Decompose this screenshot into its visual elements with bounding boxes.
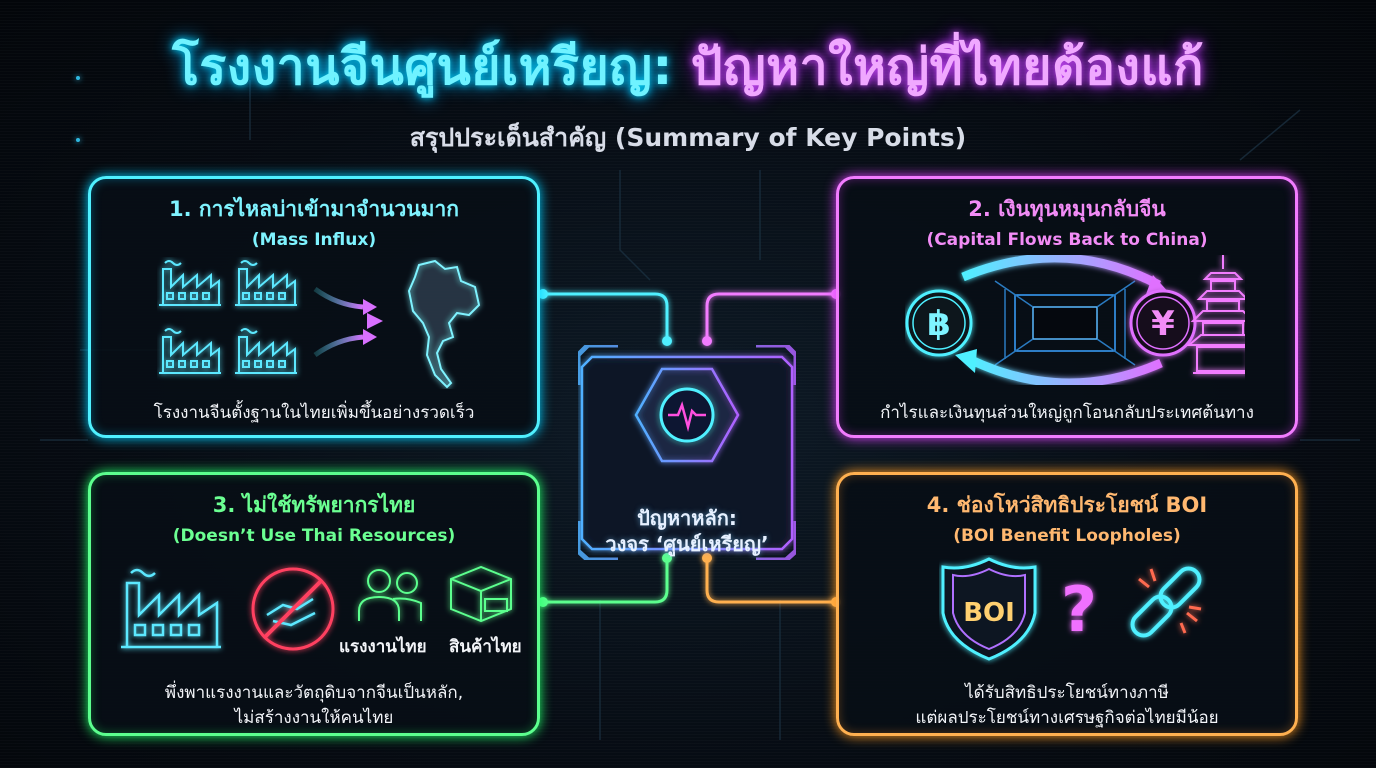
description-line-1: พึ่งพาแรงงานและวัตถุดิบจากจีนเป็นหลัก, <box>164 683 464 703</box>
factory-icon <box>235 260 297 306</box>
label-thai-goods: สินค้าไทย <box>449 637 522 657</box>
factory-icon <box>159 260 221 306</box>
card-capital-flows: 2. เงินทุนหมุนกลับจีน (Capital Flows Bac… <box>836 176 1298 438</box>
description-line-1: ได้รับสิทธิประโยชน์ทางภาษี <box>965 683 1169 703</box>
title-part-magenta: ปัญหาใหญ่ที่ไทยต้องแก้ <box>672 38 1204 96</box>
heartbeat-icon <box>634 367 740 463</box>
card-description: พึ่งพาแรงงานและวัตถุดิบจากจีนเป็นหลัก, ไ… <box>91 681 537 731</box>
card-title-th: 4. ช่องโหว่สิทธิประโยชน์ BOI <box>926 493 1208 517</box>
tunnel-icon <box>994 280 1136 366</box>
capital-flow-illustration: ฿ ¥ <box>905 255 1245 385</box>
factory-icon <box>235 328 297 374</box>
card-description: กำไรและเงินทุนส่วนใหญ่ถูกโอนกลับประเทศต้… <box>880 403 1254 423</box>
card-description: ได้รับสิทธิประโยชน์ทางภาษี แต่ผลประโยชน์… <box>839 681 1295 731</box>
description-line-2: แต่ผลประโยชน์ทางเศรษฐกิจต่อไทยมีน้อย <box>915 708 1219 728</box>
description-line-2: ไม่สร้างงานให้คนไทย <box>234 708 394 728</box>
no-handshake-icon <box>251 567 335 651</box>
broken-link-icon <box>1130 566 1202 638</box>
card-description: โรงงานจีนตั้งฐานในไทยเพิ่มขึ้นอย่างรวดเร… <box>153 403 475 423</box>
boi-shield-icon: BOI <box>941 557 1037 661</box>
workers-icon <box>358 569 422 621</box>
label-thai-labor: แรงงานไทย <box>339 637 427 657</box>
central-label-line-2: วงจร ‘ศูนย์เหรียญ’ <box>605 532 769 556</box>
resources-illustration <box>121 565 512 651</box>
card-thai-resources: 3. ไม่ใช้ทรัพยากรไทย (Doesn’t Use Thai R… <box>88 472 540 736</box>
title-part-cyan: โรงงานจีนศูนย์เหรียญ: <box>172 38 673 96</box>
card-title-en: (BOI Benefit Loopholes) <box>953 526 1181 546</box>
page-title: โรงงานจีนศูนย์เหรียญ: ปัญหาใหญ่ที่ไทยต้อ… <box>0 28 1376 107</box>
card-title-en: (Mass Influx) <box>251 230 377 250</box>
card-title-en: (Doesn’t Use Thai Resources) <box>172 526 456 546</box>
hub-frame <box>578 345 796 560</box>
page-subtitle: สรุปประเด็นสำคัญ (Summary of Key Points) <box>409 123 967 152</box>
central-problem-hub: ปัญหาหลัก: วงจร ‘ศูนย์เหรียญ’ <box>578 345 796 560</box>
thailand-map-icon <box>407 259 481 389</box>
card-title-th: 2. เงินทุนหมุนกลับจีน <box>968 197 1166 221</box>
central-problem-label: ปัญหาหลัก: วงจร ‘ศูนย์เหรียญ’ <box>578 505 796 557</box>
package-icon <box>450 565 512 623</box>
svg-text:฿: ฿ <box>927 304 951 344</box>
factory-icon <box>121 568 221 649</box>
card-title-th: 3. ไม่ใช้ทรัพยากรไทย <box>212 493 416 517</box>
question-icon: ? <box>1061 573 1097 646</box>
pagoda-icon <box>1186 255 1245 374</box>
cycle-arrows-icon <box>961 255 1162 289</box>
card-boi-loopholes: 4. ช่องโหว่สิทธิประโยชน์ BOI (BOI Benefi… <box>836 472 1298 736</box>
yuan-coin-icon: ¥ <box>1129 289 1197 357</box>
boi-illustration: BOI ? <box>941 557 1202 661</box>
card-title-th: 1. การไหลบ่าเข้ามาจำนวนมาก <box>169 197 459 221</box>
svg-text:BOI: BOI <box>963 598 1015 628</box>
svg-text:¥: ¥ <box>1151 304 1175 344</box>
baht-coin-icon: ฿ <box>905 289 973 357</box>
card-title-en: (Capital Flows Back to China) <box>926 230 1208 250</box>
factory-icon <box>159 328 221 374</box>
factories-to-thailand-illustration <box>159 259 481 389</box>
central-label-line-1: ปัญหาหลัก: <box>637 506 737 530</box>
arrow-icon <box>313 286 383 358</box>
card-mass-influx: 1. การไหลบ่าเข้ามาจำนวนมาก (Mass Influx) <box>88 176 540 438</box>
